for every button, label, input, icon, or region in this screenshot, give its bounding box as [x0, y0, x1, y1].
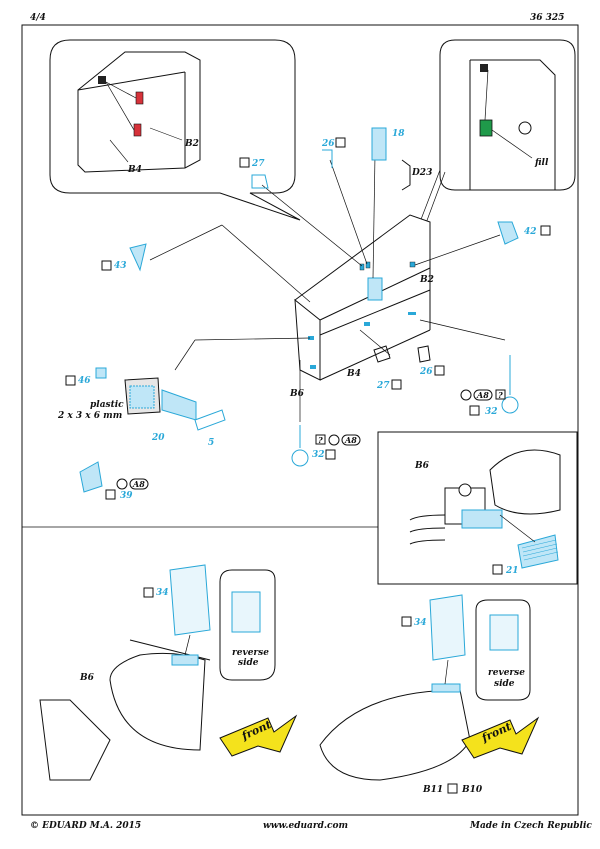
main-hull-box: B2 B4 B6 [289, 214, 434, 399]
label-b2-main: B2 [419, 275, 434, 285]
label-b6-bottom: B6 [79, 673, 95, 683]
label-b6-main: B6 [289, 389, 305, 399]
part-27-bottom: 27 [376, 381, 390, 391]
label-side-left: side [238, 658, 259, 668]
detail-box-b6: B6 21 [377, 431, 578, 585]
part-34-left: 34 [156, 588, 169, 598]
part-43: 43 [114, 261, 127, 271]
page-frame [21, 24, 579, 816]
part-5: 5 [208, 438, 214, 448]
part-39: 39 [120, 491, 133, 501]
copyright: © EDUARD M.A. 2015 [30, 821, 141, 831]
part-34-right: 34 [414, 618, 427, 628]
question-icon-2: ? [498, 390, 503, 400]
red-part-upper [135, 91, 144, 105]
part-18: 18 [392, 129, 405, 139]
part-46: 46 [78, 376, 91, 386]
pe-part-18-placed [367, 277, 383, 301]
tick-icon-26 [335, 137, 346, 148]
part-42: 42 [524, 227, 537, 237]
detail-bubble-b4: B2 B4 [49, 39, 301, 221]
question-icon: ? [318, 435, 323, 445]
label-b6-detail: B6 [414, 461, 430, 471]
label-b2-detail: B2 [184, 139, 199, 149]
bottom-right-assembly: 34 reverse side front B11 B10 [319, 594, 540, 795]
detail-bubble-fill: fill [409, 39, 576, 251]
fill-part-green [479, 119, 493, 137]
label-a8-32b: A8 [476, 390, 489, 400]
part-26-top: 26 [321, 139, 335, 149]
kit-number: 36 325 [530, 13, 564, 23]
part-27-top: 27 [251, 159, 265, 169]
label-reverse-right: reverse [488, 668, 525, 678]
part-32-right: 32 [485, 407, 498, 417]
label-plastic-size: 2 x 3 x 6 mm [57, 411, 122, 421]
part-20: 20 [151, 433, 165, 443]
pe-parts: 18 D23 26 27 42 43 46 plastic 2 x 3 x 6 … [57, 127, 551, 501]
label-fill: fill [534, 158, 549, 168]
leader-lines [149, 154, 506, 422]
origin: Made in Czech Republic [469, 821, 592, 831]
label-b10: B10 [461, 785, 483, 795]
label-a8-32a: A8 [344, 435, 357, 445]
label-b4-detail: B4 [127, 165, 142, 175]
red-part-lower [133, 123, 142, 137]
website: www.eduard.com [263, 821, 348, 831]
label-a8-39: A8 [132, 479, 145, 489]
bottom-left-assembly: 34 B6 reverse side front [39, 564, 298, 781]
label-b11: B11 [422, 785, 443, 795]
label-plastic: plastic [90, 400, 124, 410]
part-21: 21 [505, 566, 519, 576]
part-32-left: 32 [312, 450, 325, 460]
label-reverse-left: reverse [232, 648, 269, 658]
part-26-bottom: 26 [419, 367, 433, 377]
label-side-right: side [494, 679, 515, 689]
fold-icon-2 [480, 64, 488, 72]
fold-icon [98, 76, 106, 84]
label-d23: D23 [411, 168, 432, 178]
label-b4-main: B4 [346, 369, 361, 379]
page-number: 4/4 [30, 13, 46, 23]
